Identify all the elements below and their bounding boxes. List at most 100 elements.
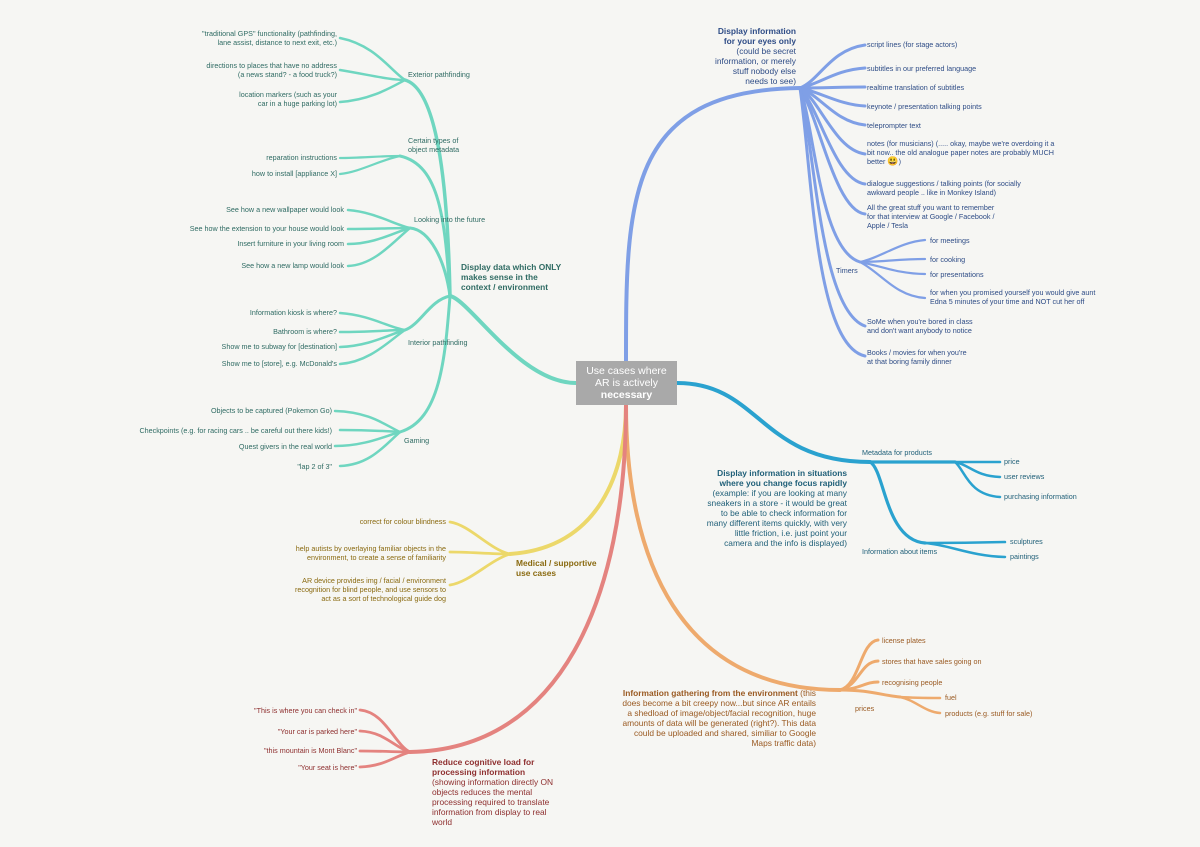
exterior-item[interactable]: "traditional GPS" functionality (pathfin… (202, 29, 337, 47)
topic-line: Maps traffic data) (751, 738, 816, 748)
timers-label[interactable]: Timers (836, 266, 858, 275)
product-item[interactable]: purchasing information (1004, 492, 1077, 501)
topic-line: Display information (717, 26, 796, 36)
object-metadata-label[interactable]: Certain types of object metadata (408, 136, 459, 154)
blue-item[interactable]: script lines (for stage actors) (867, 40, 958, 49)
metadata-products-label[interactable]: Metadata for products (862, 448, 932, 457)
gathering-item[interactable]: license plates (882, 636, 926, 645)
topic-line: makes sense in the (461, 272, 538, 282)
metadata-item[interactable]: how to install [appliance X] (251, 169, 337, 178)
looking-into-future-label[interactable]: Looking into the future (414, 215, 486, 224)
future-item[interactable]: See how the extension to your house woul… (189, 224, 344, 233)
cognitive-item[interactable]: "this mountain is Mont Blanc" (264, 746, 357, 755)
yellow-main-topic[interactable]: Medical / supportive use cases (516, 558, 597, 578)
item-line: for when you promised yourself you would… (930, 288, 1096, 297)
red-main-topic[interactable]: Reduce cognitive load for processing inf… (432, 757, 553, 827)
item-line: and don't want anybody to notice (867, 326, 972, 335)
blue-item[interactable]: SoMe when you're bored in class and don'… (867, 317, 973, 335)
blue-item[interactable]: subtitles in our preferred language (867, 64, 977, 73)
item-line: awkward people .. like in Monkey Island) (867, 188, 997, 197)
item-line: environment, to create a sense of famili… (306, 553, 446, 562)
future-item[interactable]: See how a new lamp would look (241, 261, 344, 270)
future-item[interactable]: See how a new wallpaper would look (226, 205, 344, 214)
blue-item[interactable]: keynote / presentation talking points (867, 102, 982, 111)
future-item[interactable]: Insert furniture in your living room (237, 239, 344, 248)
item-line: All the great stuff you want to remember (867, 203, 995, 212)
gathering-item[interactable]: stores that have sales going on (882, 657, 982, 666)
branch-red-main (408, 403, 628, 754)
cyan-main-topic[interactable]: Display information in situations where … (707, 468, 847, 548)
blue-main-topic[interactable]: Display information for your eyes only (… (715, 26, 796, 86)
topic-line: Medical / supportive (516, 558, 597, 568)
topic-line: processing information (432, 767, 526, 777)
item-line: (a news stand? - a food truck?) (237, 70, 337, 79)
topic-line: a shedload of image/object/facial recogn… (627, 708, 816, 718)
branch-teal-interior (403, 294, 452, 332)
label-line: object metadata (408, 145, 460, 154)
topic-line: to be able to check information for (720, 508, 847, 518)
topic-line: world (432, 817, 453, 827)
topic-line: objects reduces the mental (432, 787, 533, 797)
gaming-item[interactable]: Quest givers in the real world (238, 442, 332, 451)
topic-text: (this (797, 688, 816, 698)
item-info[interactable]: sculptures (1010, 537, 1043, 546)
branch-teal-metadata (398, 154, 452, 298)
medical-item[interactable]: AR device provides img / facial / enviro… (295, 576, 446, 603)
cognitive-item[interactable]: "Your seat is here" (298, 763, 357, 772)
interior-item[interactable]: Show me to [store], e.g. McDonald's (221, 359, 337, 368)
timer-item[interactable]: for presentations (930, 270, 984, 279)
item-line: at that boring family dinner (867, 357, 952, 366)
orange-main-topic[interactable]: Information gathering from the environme… (622, 688, 816, 748)
gaming-item[interactable]: Checkpoints (e.g. for racing cars .. be … (139, 426, 332, 435)
blue-item[interactable]: All the great stuff you want to remember… (867, 203, 994, 230)
branch-cyan-main (675, 381, 872, 464)
timer-item[interactable]: for when you promised yourself you would… (930, 288, 1095, 306)
item-line: notes (for musicians) (..... okay, maybe… (867, 139, 1055, 148)
gaming-item[interactable]: Objects to be captured (Pokemon Go) (210, 406, 332, 415)
information-items-label[interactable]: Information about items (862, 547, 938, 556)
item-info[interactable]: paintings (1010, 552, 1039, 561)
branch-teal-gaming (398, 294, 452, 434)
medical-item[interactable]: help autists by overlaying familiar obje… (296, 544, 446, 562)
item-line: bit now.. the old analogue paper notes a… (867, 148, 1054, 157)
topic-line: information, or merely (715, 56, 796, 66)
prices-label[interactable]: prices (855, 704, 875, 713)
timer-item[interactable]: for meetings (930, 236, 970, 245)
item-text: better (867, 157, 886, 166)
metadata-item[interactable]: reparation instructions (266, 153, 337, 162)
central-topic[interactable]: Use cases where AR is actively necessary (576, 361, 677, 405)
topic-line: information from display to real (432, 807, 547, 817)
price-item[interactable]: fuel (945, 693, 957, 702)
teal-main-topic[interactable]: Display data which ONLY makes sense in t… (461, 262, 561, 292)
topic-line: (could be secret (736, 46, 796, 56)
exterior-item[interactable]: location markers (such as your car in a … (239, 90, 337, 108)
product-item[interactable]: user reviews (1004, 472, 1045, 481)
interior-item[interactable]: Bathroom is where? (273, 327, 337, 336)
exterior-pathfinding-label[interactable]: Exterior pathfinding (408, 70, 470, 79)
interior-item[interactable]: Show me to subway for [destination] (221, 342, 337, 351)
blue-item[interactable]: Books / movies for when you're at that b… (867, 348, 967, 366)
topic-line: Information gathering from the environme… (622, 688, 816, 698)
central-topic-line: Use cases where (586, 365, 667, 377)
price-item[interactable]: products (e.g. stuff for sale) (945, 709, 1033, 718)
gathering-item[interactable]: recognising people (882, 678, 943, 687)
gaming-item[interactable]: "lap 2 of 3" (297, 462, 332, 471)
cognitive-item[interactable]: "This is where you can check in" (254, 706, 357, 715)
blue-item[interactable]: dialogue suggestions / talking points (f… (867, 179, 1021, 197)
item-line: Edna 5 minutes of your time and NOT cut … (930, 297, 1085, 306)
interior-item[interactable]: Information kiosk is where? (249, 308, 337, 317)
blue-item-notes[interactable]: notes (for musicians) (..... okay, maybe… (867, 139, 1054, 166)
gaming-label[interactable]: Gaming (404, 436, 430, 445)
exterior-item[interactable]: directions to places that have no addres… (206, 61, 337, 79)
cognitive-item[interactable]: "Your car is parked here" (277, 727, 357, 736)
topic-line: amounts of data will be generated (right… (622, 718, 816, 728)
interior-pathfinding-label[interactable]: Interior pathfinding (408, 338, 468, 347)
item-line: act as a sort of technological guide dog (321, 594, 446, 603)
medical-item[interactable]: correct for colour blindness (359, 517, 446, 526)
topic-line: could be uploaded and shared, similiar t… (633, 728, 816, 738)
product-item[interactable]: price (1004, 457, 1020, 466)
blue-item[interactable]: teleprompter text (867, 121, 921, 130)
blue-item[interactable]: realtime translation of subtitles (867, 83, 965, 92)
timer-item[interactable]: for cooking (930, 255, 966, 264)
branch-orange-main (624, 403, 842, 692)
